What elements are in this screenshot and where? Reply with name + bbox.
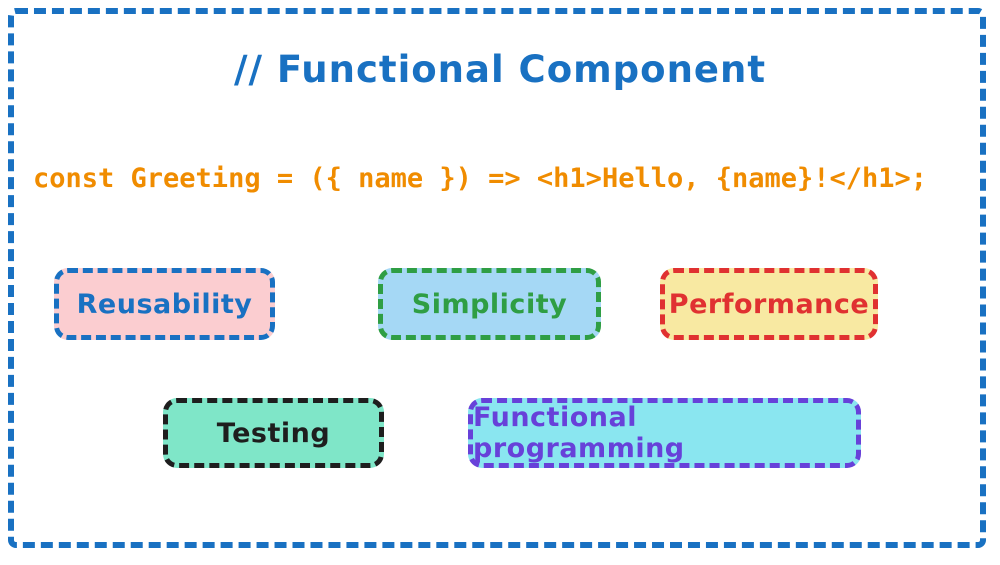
tag-performance-label: Performance [668, 288, 870, 320]
code-snippet: const Greeting = ({ name }) => <h1>Hello… [33, 163, 928, 194]
tag-reusability-label: Reusability [76, 288, 253, 320]
diagram-title: // Functional Component [233, 48, 767, 91]
tag-performance: Performance [660, 268, 878, 340]
tag-functional-programming: Functional programming [468, 398, 861, 468]
tag-testing-label: Testing [216, 417, 331, 449]
tag-simplicity: Simplicity [378, 268, 601, 340]
tag-reusability: Reusability [54, 268, 275, 340]
tag-testing: Testing [163, 398, 384, 468]
tag-functional-programming-label: Functional programming [473, 402, 685, 464]
tag-simplicity-label: Simplicity [411, 288, 568, 320]
